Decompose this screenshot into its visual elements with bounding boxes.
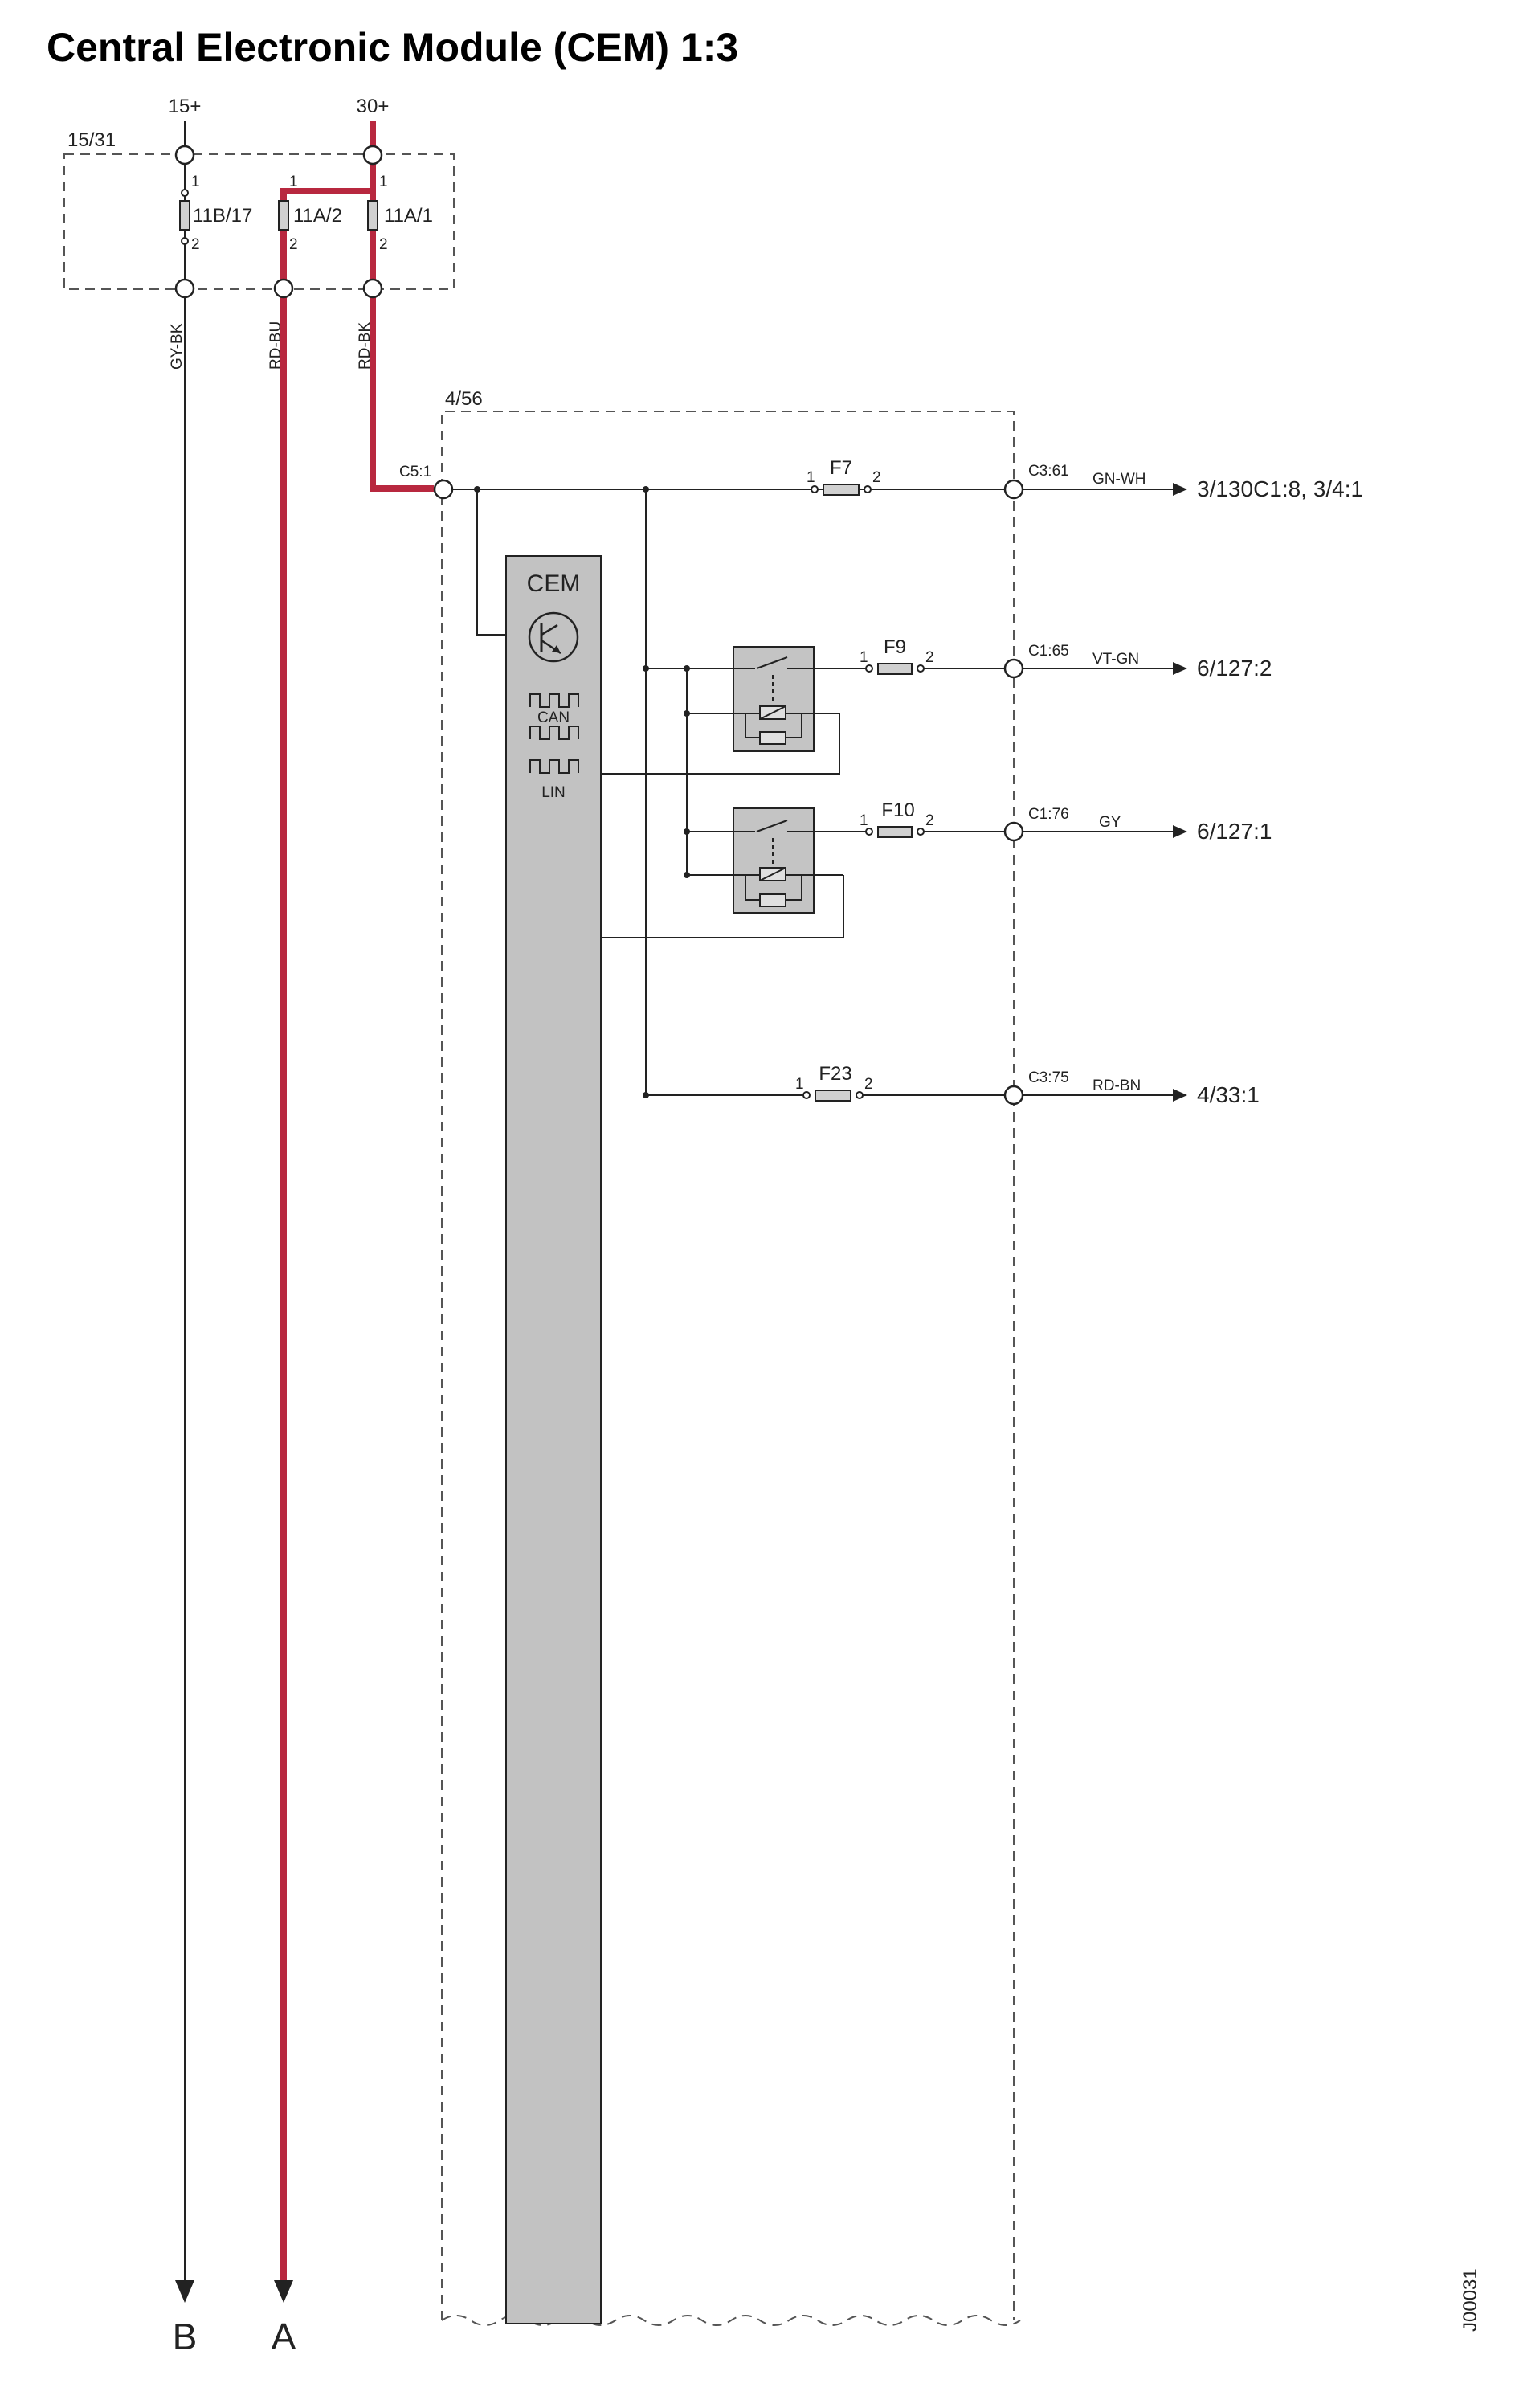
fusebox-15-31: 15/31 (63, 129, 455, 290)
can-label: CAN (537, 709, 570, 726)
wire-gy-bk (175, 121, 194, 2303)
pin-11a-2-2: 2 (289, 236, 298, 253)
drawing-code: J00031 (1460, 2268, 1481, 2332)
pin-f7-1: 1 (807, 469, 815, 486)
terminal-11b-17-out (174, 278, 195, 299)
terminal-30 (362, 145, 383, 166)
pin-11b-17-1: 1 (191, 174, 200, 190)
fuse-11a-2 (278, 200, 289, 231)
fuse-label-11a-1: 11A/1 (384, 205, 433, 227)
wire-color-gn-wh: GN-WH (1092, 471, 1145, 488)
wire-label-rd-bk: RD-BK (357, 322, 374, 370)
terminal-11a-2-out (273, 278, 294, 299)
pin-f10-2: 2 (925, 812, 934, 829)
lin-bus-icon: LIN (529, 759, 579, 801)
connector-c1-65: C1:65 (1028, 643, 1069, 660)
wire-label-rd-bu: RD-BU (267, 321, 284, 370)
wire-rd-bu (274, 188, 373, 2303)
connector-c3-61: C3:61 (1028, 463, 1069, 480)
fuse-label-f23: F23 (819, 1063, 851, 1085)
relay-f9 (602, 646, 1187, 875)
fuse-label-f7: F7 (830, 457, 852, 479)
terminal-c3-61 (1003, 479, 1024, 500)
dest-f9: 6/127:2 (1197, 656, 1272, 681)
output-f7 (811, 483, 1187, 496)
pin-f23-1: 1 (795, 1076, 804, 1093)
fuse-11b-17 (179, 200, 190, 231)
transistor-icon (528, 611, 579, 663)
pin-11a-1-1: 1 (379, 174, 388, 190)
terminal-c3-75 (1003, 1085, 1024, 1106)
terminal-15 (174, 145, 195, 166)
pin-f9-2: 2 (925, 649, 934, 666)
pin-f7-2: 2 (872, 469, 881, 486)
pin-f23-2: 2 (864, 1076, 873, 1093)
pin-11a-2-1: 1 (289, 174, 298, 190)
page-title: Central Electronic Module (CEM) 1:3 (47, 25, 738, 70)
terminal-c5-1 (433, 479, 454, 500)
can-bus-icon: CAN (529, 693, 579, 740)
pin-f10-1: 1 (860, 812, 868, 829)
fuse-label-11a-2: 11A/2 (293, 205, 342, 227)
pin-11b-17-2: 2 (191, 236, 200, 253)
wire-color-vt-gn: VT-GN (1092, 651, 1139, 668)
arrow-label-a: A (272, 2316, 296, 2357)
supply-30-label: 30+ (357, 96, 390, 117)
terminal-c1-76 (1003, 821, 1024, 842)
wire-color-gy: GY (1099, 814, 1121, 831)
lin-label: LIN (541, 784, 566, 801)
dest-f10: 6/127:1 (1197, 819, 1272, 844)
output-f23 (643, 1089, 1187, 1102)
terminal-11a-1-out (362, 278, 383, 299)
connector-c3-75: C3:75 (1028, 1069, 1069, 1086)
pin-11a-1-2: 2 (379, 236, 388, 253)
cem-label: CEM (527, 570, 581, 597)
fuse-label-f10: F10 (881, 799, 914, 821)
relay-f10 (602, 807, 1187, 938)
arrow-label-b: B (173, 2316, 198, 2357)
dest-f23: 4/33:1 (1197, 1082, 1260, 1107)
dest-f7: 3/130C1:8, 3/4:1 (1197, 476, 1363, 501)
fuse-label-11b-17: 11B/17 (193, 205, 252, 227)
terminal-c1-65 (1003, 658, 1024, 679)
wire-color-rd-bn: RD-BN (1092, 1077, 1141, 1094)
fuse-11a-1 (367, 200, 378, 231)
fuse-label-f9: F9 (884, 636, 906, 658)
cem-module (505, 555, 602, 2324)
input-connector-label: C5:1 (399, 464, 431, 480)
wire-label-gy-bk: GY-BK (169, 323, 186, 370)
fusebox-id: 15/31 (67, 129, 116, 151)
module-id: 4/56 (445, 388, 483, 410)
connector-c1-76: C1:76 (1028, 806, 1069, 823)
cem-supply-bus (451, 486, 1004, 1095)
supply-15-label: 15+ (169, 96, 202, 117)
pin-f9-1: 1 (860, 649, 868, 666)
